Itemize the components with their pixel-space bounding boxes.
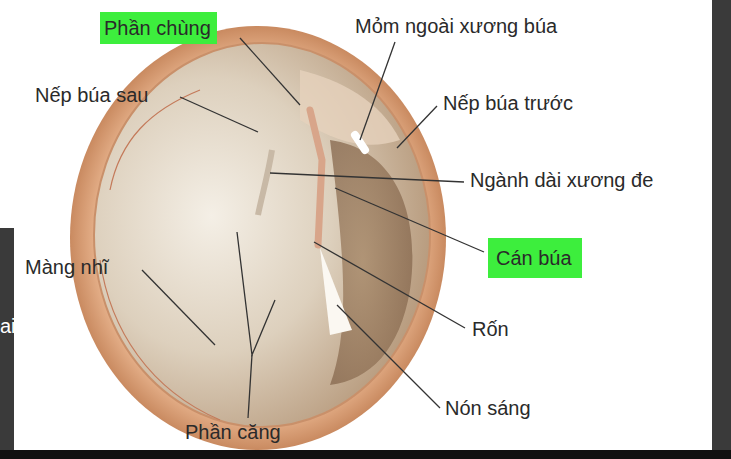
part-label: Ngành dài xương đe [470,168,653,192]
part-label: Màng nhĩ [25,255,108,279]
part-label: Nếp búa sau [35,83,148,107]
highlight-box: Cán búa [488,238,582,278]
part-label: Nón sáng [445,396,531,420]
highlight-box: Phần chùng [100,12,217,44]
part-label: Rốn [472,317,509,341]
part-label: Phần chùng [104,16,213,40]
part-label: ai [0,314,16,338]
part-label: Mỏm ngoài xương búa [355,14,557,38]
part-label: Nếp búa trước [443,91,573,115]
part-label: Phần căng [185,420,281,444]
part-label: Cán búa [496,246,574,270]
